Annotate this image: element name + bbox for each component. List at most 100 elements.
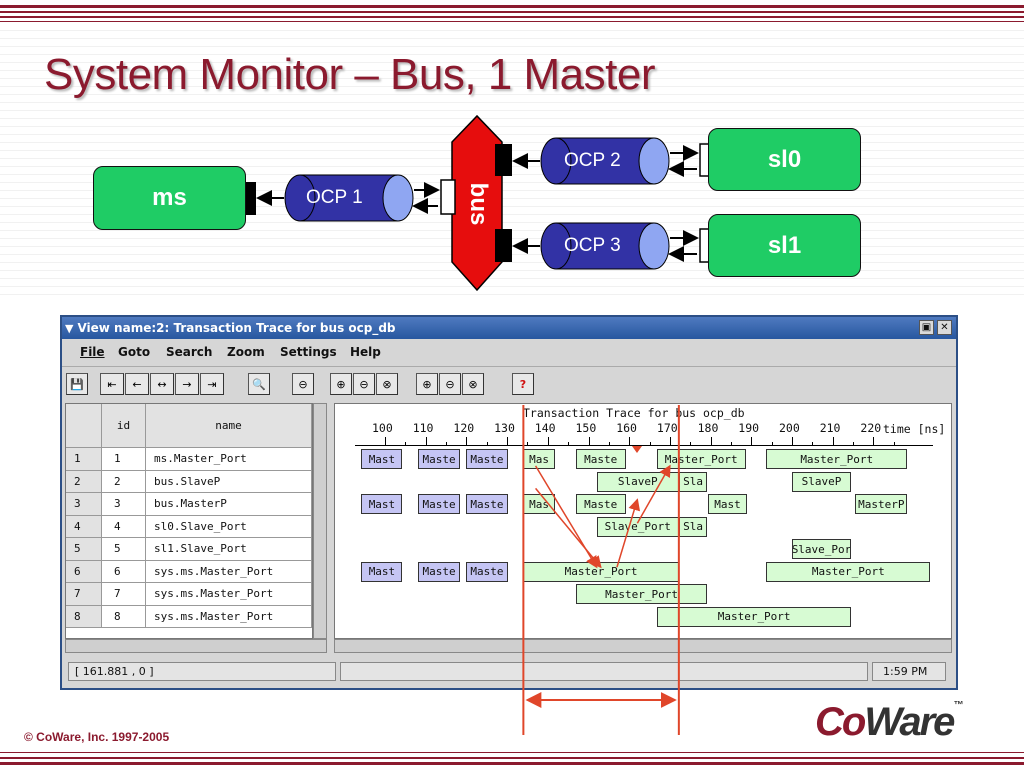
axis-tick-mark bbox=[425, 437, 427, 445]
transaction-box[interactable]: Master_Port bbox=[575, 584, 708, 604]
axis-tick-mark bbox=[608, 442, 610, 445]
row-number-cell[interactable]: 6 bbox=[66, 560, 102, 583]
transaction-box[interactable]: Maste bbox=[465, 561, 508, 582]
table-header-cell[interactable] bbox=[66, 404, 102, 448]
row-id-cell[interactable]: 4 bbox=[102, 515, 146, 538]
row-name-cell[interactable]: sys.ms.Master_Port bbox=[146, 605, 312, 628]
transaction-box[interactable]: Mas bbox=[523, 449, 555, 469]
transaction-box[interactable]: MasterP bbox=[855, 494, 908, 514]
zoom-in-y-icon[interactable]: ⊕ bbox=[416, 373, 438, 395]
table-hscrollbar[interactable] bbox=[65, 639, 327, 653]
row-name-cell[interactable]: sl1.Slave_Port bbox=[146, 538, 312, 561]
row-name-cell[interactable]: bus.SlaveP bbox=[146, 470, 312, 493]
save-icon[interactable]: 💾 bbox=[66, 373, 88, 395]
row-number-cell[interactable]: 7 bbox=[66, 583, 102, 606]
menu-zoom[interactable]: Zoom bbox=[227, 345, 265, 359]
transaction-box[interactable]: Sla bbox=[678, 516, 708, 537]
slave-sl1-box: sl1 bbox=[708, 214, 861, 277]
help-icon[interactable]: ? bbox=[512, 373, 534, 395]
background-line bbox=[0, 134, 1024, 135]
window-menu-icon[interactable]: ▼ bbox=[65, 321, 74, 335]
background-line bbox=[0, 270, 1024, 271]
transaction-box[interactable]: Mast bbox=[708, 494, 747, 514]
row-number-cell[interactable]: 8 bbox=[66, 605, 102, 628]
zoom-in-x-icon[interactable]: ⊕ bbox=[330, 373, 352, 395]
status-message bbox=[340, 662, 868, 681]
row-name-cell[interactable]: ms.Master_Port bbox=[146, 448, 312, 471]
row-id-cell[interactable]: 8 bbox=[102, 605, 146, 628]
row-number-cell[interactable]: 2 bbox=[66, 470, 102, 493]
row-id-cell[interactable]: 2 bbox=[102, 470, 146, 493]
transaction-box[interactable]: Master_Port bbox=[766, 561, 931, 582]
ocp1-cylinder bbox=[284, 174, 414, 222]
status-coordinates: [ 161.881 , 0 ] bbox=[68, 662, 336, 681]
table-header-cell[interactable]: name bbox=[146, 404, 312, 448]
row-name-cell[interactable]: bus.MasterP bbox=[146, 493, 312, 516]
row-number-cell[interactable]: 3 bbox=[66, 493, 102, 516]
goto-first-icon[interactable]: ⇤ bbox=[100, 373, 124, 395]
menu-help[interactable]: Help bbox=[350, 345, 381, 359]
row-id-cell[interactable]: 6 bbox=[102, 560, 146, 583]
transaction-box[interactable]: Maste bbox=[417, 494, 461, 514]
row-id-cell[interactable]: 7 bbox=[102, 583, 146, 606]
trace-hscrollbar[interactable] bbox=[334, 639, 952, 653]
transaction-box[interactable]: Slave_Por bbox=[791, 539, 852, 559]
row-id-cell[interactable]: 1 bbox=[102, 448, 146, 471]
top-stripe-1 bbox=[0, 5, 1024, 8]
transaction-box[interactable]: Maste bbox=[417, 449, 461, 469]
toolbar: 💾 ⇤ ← ↔ → ⇥ 🔍 ⊖ ⊕ ⊖ ⊗ ⊕ ⊖ ⊗ ? bbox=[62, 369, 956, 397]
row-name-cell[interactable]: sys.ms.Master_Port bbox=[146, 583, 312, 606]
minimize-icon[interactable]: ▣ bbox=[919, 320, 934, 335]
row-id-cell[interactable]: 5 bbox=[102, 538, 146, 561]
time-axis bbox=[355, 445, 933, 446]
goto-center-icon[interactable]: ↔ bbox=[150, 373, 174, 395]
zoom-out-x-icon[interactable]: ⊖ bbox=[353, 373, 375, 395]
background-line bbox=[0, 110, 1024, 111]
time-tick-label: 100 bbox=[372, 421, 393, 435]
table-header-cell[interactable]: id bbox=[102, 404, 146, 448]
menu-goto[interactable]: Goto bbox=[118, 345, 151, 359]
row-number-cell[interactable]: 1 bbox=[66, 448, 102, 471]
row-number-cell[interactable]: 4 bbox=[66, 515, 102, 538]
row-name-cell[interactable]: sys.ms.Master_Port bbox=[146, 560, 312, 583]
zoom-out-y-icon[interactable]: ⊖ bbox=[439, 373, 461, 395]
master-ms-label: ms bbox=[152, 184, 187, 211]
axis-tick-mark bbox=[547, 437, 549, 445]
goto-previous-icon[interactable]: ← bbox=[125, 373, 149, 395]
transaction-box[interactable]: Mast bbox=[361, 561, 403, 582]
time-cursor-marker[interactable] bbox=[631, 446, 642, 453]
transaction-box[interactable]: Sla bbox=[678, 471, 708, 492]
bus-master-port-1 bbox=[495, 229, 512, 262]
transaction-box[interactable]: Maste bbox=[465, 449, 508, 469]
transaction-box[interactable]: Maste bbox=[465, 494, 508, 514]
zoom-fit-x-icon[interactable]: ⊗ bbox=[376, 373, 398, 395]
background-line bbox=[0, 198, 1024, 199]
zoom-out-icon[interactable]: ⊖ bbox=[292, 373, 314, 395]
transaction-box[interactable]: Maste bbox=[575, 449, 626, 469]
find-icon[interactable]: 🔍 bbox=[248, 373, 270, 395]
transaction-box[interactable]: Maste bbox=[575, 494, 626, 514]
background-line bbox=[0, 46, 1024, 47]
close-icon[interactable]: ✕ bbox=[937, 320, 952, 335]
transaction-box[interactable]: Maste bbox=[417, 561, 461, 582]
transaction-box[interactable]: Master_Port bbox=[766, 449, 908, 469]
window-titlebar[interactable]: ▼ View name:2: Transaction Trace for bus… bbox=[62, 317, 956, 339]
menu-settings[interactable]: Settings bbox=[280, 345, 337, 359]
menu-file[interactable]: File bbox=[80, 345, 105, 359]
goto-last-icon[interactable]: ⇥ bbox=[200, 373, 224, 395]
row-name-cell[interactable]: sl0.Slave_Port bbox=[146, 515, 312, 538]
table-vscrollbar[interactable] bbox=[313, 403, 327, 639]
top-stripe-3 bbox=[0, 16, 1024, 18]
row-id-cell[interactable]: 3 bbox=[102, 493, 146, 516]
zoom-fit-y-icon[interactable]: ⊗ bbox=[462, 373, 484, 395]
transaction-box[interactable]: Mas bbox=[523, 494, 555, 514]
coware-logo: CoWare™ bbox=[815, 700, 963, 745]
row-number-cell[interactable]: 5 bbox=[66, 538, 102, 561]
menu-search[interactable]: Search bbox=[166, 345, 213, 359]
goto-next-icon[interactable]: → bbox=[175, 373, 199, 395]
transaction-box[interactable]: Mast bbox=[361, 449, 403, 469]
transaction-box[interactable]: Master_Port bbox=[656, 606, 852, 627]
transaction-box[interactable]: Mast bbox=[361, 494, 403, 514]
transaction-box[interactable]: SlaveP bbox=[791, 471, 852, 492]
axis-tick-mark bbox=[893, 442, 895, 445]
